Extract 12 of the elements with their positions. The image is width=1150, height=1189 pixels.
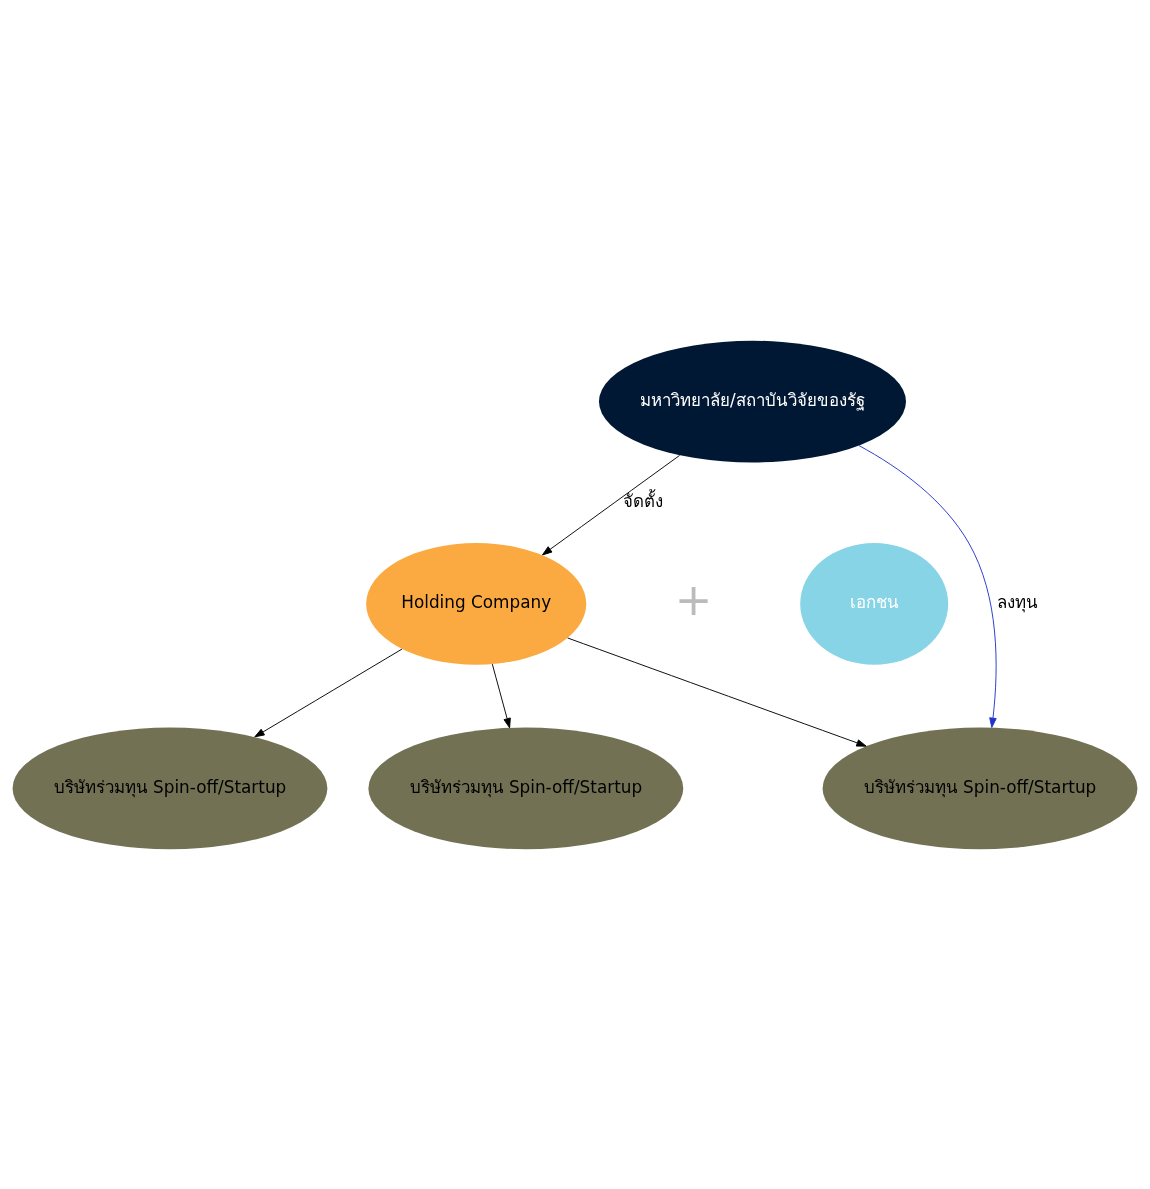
arrow [542,454,680,555]
node-ellipse: บริษัทร่วมทุน Spin-off/Startup [368,727,684,849]
edge-label: จัดตั้ง [622,490,663,511]
arrow [858,444,997,728]
arrow [491,663,511,728]
node-ellipse: บริษัทร่วมทุน Spin-off/Startup [822,727,1138,849]
label: + [674,572,713,626]
arrow [254,648,403,737]
node-ellipse: มหาวิทยาลัย/สถาบันวิจัยของรัฐ [598,340,906,462]
arrow [567,637,867,747]
edge-label: ลงทุน [996,591,1038,612]
node-ellipse: เอกชน [800,542,949,665]
